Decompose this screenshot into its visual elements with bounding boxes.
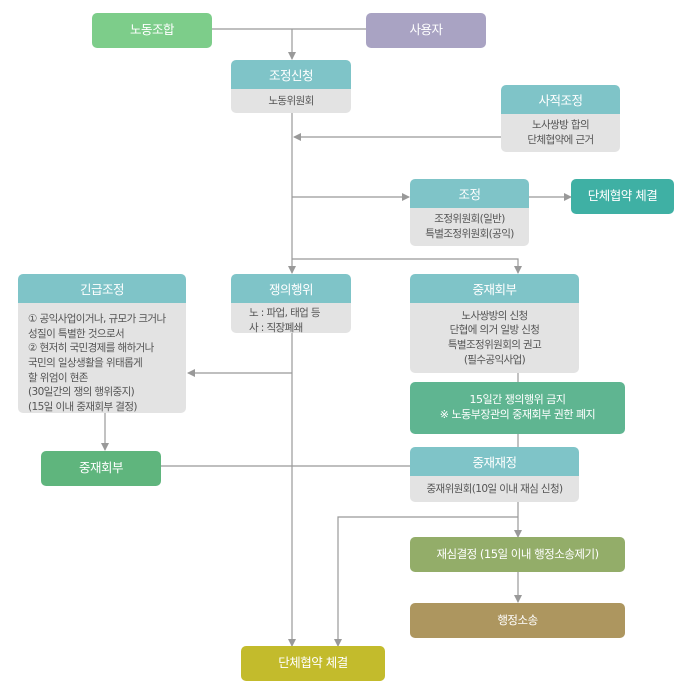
node-mediation-title: 조정 <box>410 179 529 208</box>
node-application-title: 조정신청 <box>231 60 351 89</box>
node-emergency-title: 긴급조정 <box>18 274 186 303</box>
node-application-line: 노동위원회 <box>268 94 314 107</box>
node-arbitration-award: 중재재정 중재위원회(10일 이내 재심 신청) <box>410 447 579 502</box>
node-review-label: 재심결정 (15일 이내 행정소송제기) <box>436 546 599 561</box>
node-mediation-line: 특별조정위원회(공익) <box>425 228 514 240</box>
node-emergency-line: 할 위엄이 현존 <box>28 371 88 384</box>
node-arbitration-referral-line: 단협에 의거 일방 신청 <box>449 324 540 337</box>
connector-trunk-to-referral <box>292 258 522 274</box>
node-mediation: 조정 조정위원회(일반) 특별조정위원회(공익) <box>410 179 529 246</box>
node-agreement-right: 단체협약 체결 <box>571 179 674 214</box>
node-arbitration-award-title: 중재재정 <box>410 447 579 476</box>
node-litigation-label: 행정소송 <box>497 612 538 627</box>
node-emergency-line: 성질이 특별한 것으로서 <box>28 327 125 340</box>
node-agreement-bottom: 단체협약 체결 <box>241 646 385 681</box>
node-arbitration-referral: 중재회부 노사쌍방의 신청 단협에 의거 일방 신청 특별조정위원회의 권고 (… <box>410 274 579 373</box>
node-private-mediation: 사적조정 노사쌍방 합의 단체협약에 근거 <box>501 85 620 152</box>
node-prohibition-line: 15일간 쟁의행위 금지 <box>469 393 566 407</box>
node-emergency-line: ① 공익사업이거나, 규모가 크거나 <box>28 313 166 325</box>
node-emergency: 긴급조정 ① 공익사업이거나, 규모가 크거나 성질이 특별한 것으로서 ② 현… <box>18 274 186 413</box>
node-prohibition-line: ※ 노동부장관의 중재회부 권한 폐지 <box>439 408 596 421</box>
node-agreement-bottom-label: 단체협약 체결 <box>278 655 348 671</box>
node-arbitration-left: 중재회부 <box>41 451 161 486</box>
node-union-label: 노동조합 <box>129 22 175 38</box>
node-arbitration-referral-line: (필수공익사업) <box>463 353 526 366</box>
connector-award-to-agreement <box>334 516 518 647</box>
node-agreement-right-label: 단체협약 체결 <box>587 188 658 204</box>
node-emergency-line: (30일간의 쟁의 행위중지) <box>28 386 135 399</box>
node-private-mediation-title: 사적조정 <box>501 85 620 114</box>
node-arbitration-referral-title: 중재회부 <box>410 274 579 303</box>
node-emergency-line: 국민의 일상생활을 위태롭게 <box>28 357 143 370</box>
node-emergency-line: ② 현저히 국민경제를 해하거나 <box>28 342 154 355</box>
node-dispute: 쟁의행위 노 : 파업, 태업 등 사 : 직장폐쇄 <box>231 274 351 333</box>
node-arbitration-award-line: 중재위원회(10일 이내 재심 신청) <box>426 482 563 495</box>
node-emergency-line: (15일 이내 중재회부 결정) <box>28 401 138 413</box>
node-private-mediation-line: 단체협약에 근거 <box>527 134 594 146</box>
node-prohibition: 15일간 쟁의행위 금지 ※ 노동부장관의 중재회부 권한 폐지 <box>410 382 625 434</box>
node-employer: 사용자 <box>366 13 486 48</box>
node-private-mediation-line: 노사쌍방 합의 <box>531 119 590 132</box>
node-arbitration-referral-line: 노사쌍방의 신청 <box>461 309 528 322</box>
node-arbitration-referral-line: 특별조정위원회의 권고 <box>447 339 542 351</box>
node-arbitration-left-label: 중재회부 <box>78 460 124 476</box>
node-dispute-title: 쟁의행위 <box>231 274 351 303</box>
node-union: 노동조합 <box>92 13 212 48</box>
node-litigation: 행정소송 <box>410 603 625 638</box>
node-employer-label: 사용자 <box>409 22 443 38</box>
node-application: 조정신청 노동위원회 <box>231 60 351 113</box>
node-dispute-line: 노 : 파업, 태업 등 <box>249 307 321 319</box>
node-mediation-line: 조정위원회(일반) <box>434 213 505 226</box>
node-review: 재심결정 (15일 이내 행정소송제기) <box>410 537 625 572</box>
node-dispute-line: 사 : 직장폐쇄 <box>249 321 303 333</box>
